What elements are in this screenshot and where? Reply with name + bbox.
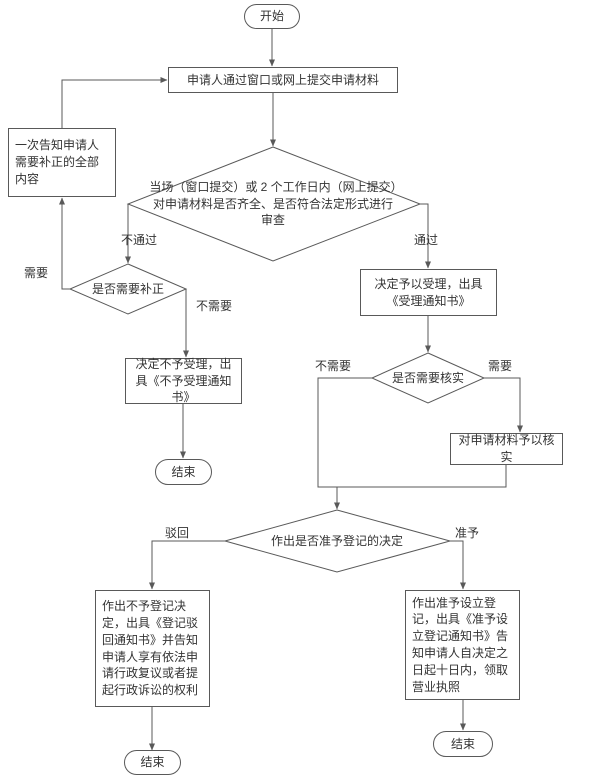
- end-node-2: 结束: [124, 750, 181, 775]
- decision-diamond-shape: [223, 509, 452, 573]
- edge-label-reject: 驳回: [164, 526, 189, 540]
- end-node-1: 结束: [155, 459, 212, 485]
- edge-needverify-verify: [484, 377, 523, 433]
- edge-label-fail: 不通过: [120, 233, 157, 247]
- deny-registration-node: 作出不予登记决定，出具《登记驳回通知书》并告知申请人享有依法申请行政复议或者提起…: [95, 590, 210, 707]
- edge-needverify-junction: [317, 377, 372, 488]
- edge-label-grant: 准予: [454, 526, 479, 540]
- review-diamond-shape: [126, 146, 422, 262]
- edge-verify-junction: [337, 465, 507, 488]
- edge-label-pass: 通过: [413, 233, 438, 247]
- start-node: 开始: [244, 4, 300, 29]
- edge-decision-approve: [450, 540, 466, 590]
- verify-materials-node: 对申请材料予以核实: [450, 433, 563, 465]
- edge-decision-deny: [149, 540, 225, 590]
- inform-correction-node: 一次告知申请人需要补正的全部内容: [8, 128, 116, 197]
- accept-node: 决定予以受理，出具《受理通知书》: [360, 269, 497, 316]
- end-node-3: 结束: [433, 731, 493, 757]
- edge-needcorrection-inform: [59, 197, 70, 290]
- edge-label-need-fix: 需要: [23, 266, 48, 280]
- approve-registration-node: 作出准予设立登记，出具《准予设立登记通知书》告知申请人自决定之日起十日内，领取营…: [405, 590, 520, 700]
- edge-review-accept: [420, 203, 431, 269]
- reject-accept-node: 决定不予受理，出具《不予受理通知书》: [125, 357, 242, 404]
- edge-label-do-verify: 需要: [487, 359, 512, 373]
- need-correction-diamond-shape: [68, 263, 188, 315]
- submit-application-node: 申请人通过窗口或网上提交申请材料: [168, 67, 398, 93]
- edge-label-no-fix: 不需要: [195, 299, 232, 313]
- edge-inform-submit: [61, 77, 168, 128]
- edge-label-no-verify: 不需要: [314, 359, 351, 373]
- need-verify-diamond-shape: [370, 352, 486, 404]
